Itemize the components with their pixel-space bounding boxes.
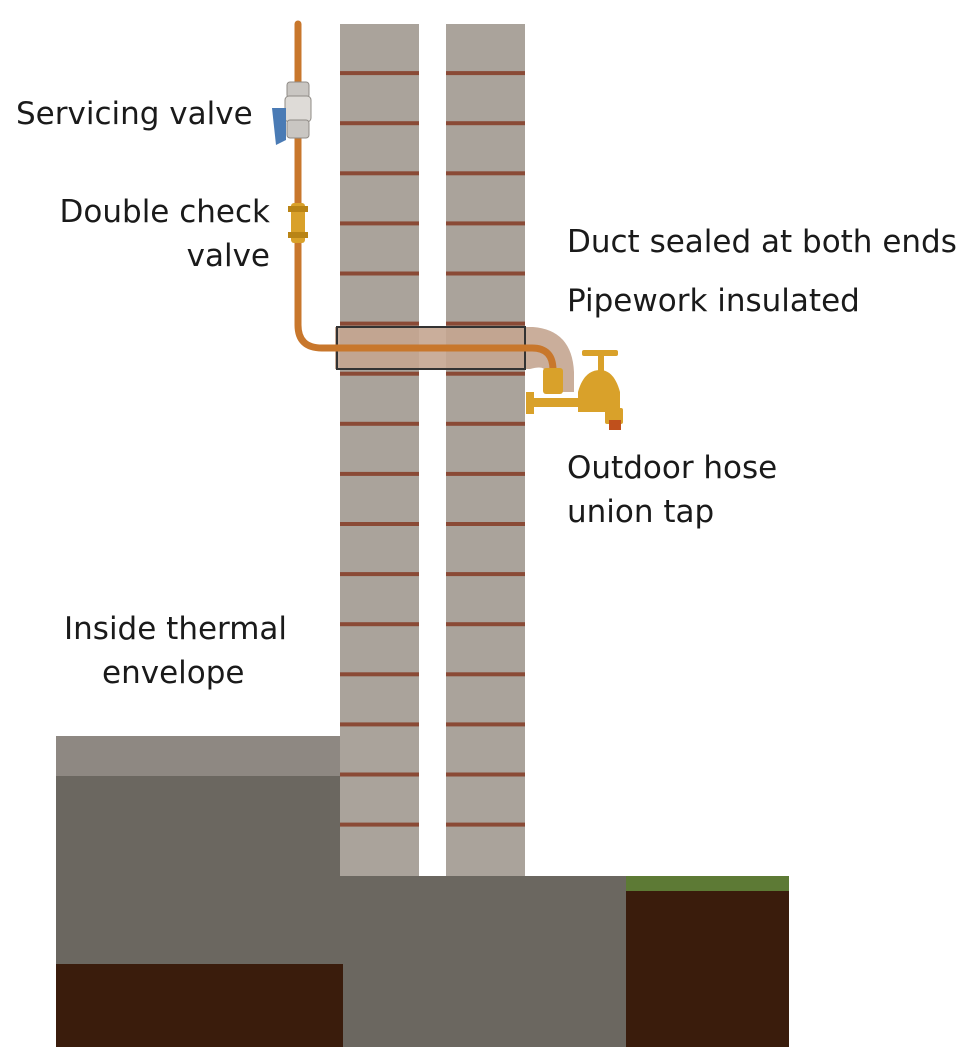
mortar-joint [446,672,525,677]
servicing-valve-icon [272,81,312,145]
mortar-joint [446,471,525,476]
mortar-joint [446,572,525,577]
mortar-joint [340,672,419,677]
inside-envelope-line-1: Inside thermal [64,611,288,647]
mortar-joint [340,722,419,727]
mortar-joint [446,522,525,526]
mortar-joint [340,221,419,226]
brick-leaf-body [340,24,419,876]
mortar-joint [446,772,525,777]
outer-brick-leaf [446,24,525,876]
duct-sealed-text: Duct sealed at both ends [567,224,957,260]
grass-strip [626,876,789,891]
hose-union-tap-icon [526,350,623,430]
mortar-joint [340,772,419,777]
mortar-joint [340,171,419,176]
inside-envelope-label: Inside thermal envelope [64,607,287,695]
brick-leaf-body [446,24,525,876]
mortar-joint [340,271,419,276]
mortar-joint [340,71,419,76]
mortar-joint [340,471,419,476]
mortar-joint [446,71,525,76]
mortar-joint [340,622,419,627]
mortar-joint [340,321,419,326]
mortar-joint [446,121,525,126]
mortar-joint [340,371,419,376]
pipework-insulated-label: Pipework insulated [567,279,860,323]
mortar-joint [446,321,525,326]
inside-soil [56,964,343,1047]
copper-pipe [294,20,557,386]
outdoor-tap-line-2: union tap [567,494,715,530]
mortar-joint [446,271,525,276]
mortar-joint [446,221,525,226]
floor-slab-top [56,736,348,778]
mortar-joint [446,421,525,426]
mortar-joint [340,121,419,126]
mortar-joint [446,722,525,727]
inside-envelope-line-2: envelope [102,655,245,691]
insulation-sleeve [335,327,574,392]
floor-slab [56,776,348,966]
outdoor-tap-line-1: Outdoor hose [567,450,778,486]
outdoor-tap-label: Outdoor hose union tap [567,446,777,534]
servicing-valve-label: Servicing valve [16,92,253,136]
double-check-valve-line-2: valve [186,238,270,274]
mortar-joint [340,822,419,827]
foundation [340,876,628,1047]
mortar-joint [446,171,525,176]
servicing-valve-text: Servicing valve [16,96,253,132]
double-check-valve-label: Double check valve [50,190,270,278]
mortar-joint [340,522,419,526]
pipework-insulated-text: Pipework insulated [567,283,860,319]
mortar-joint [446,822,525,827]
inner-brick-leaf [340,24,419,876]
outside-soil [626,890,789,1047]
double-check-valve-icon [288,203,308,243]
mortar-joint [446,371,525,376]
duct-sealed-label: Duct sealed at both ends [567,220,957,264]
mortar-joint [340,421,419,426]
mortar-joint [340,572,419,577]
double-check-valve-line-1: Double check [59,194,270,230]
mortar-joint [446,622,525,627]
